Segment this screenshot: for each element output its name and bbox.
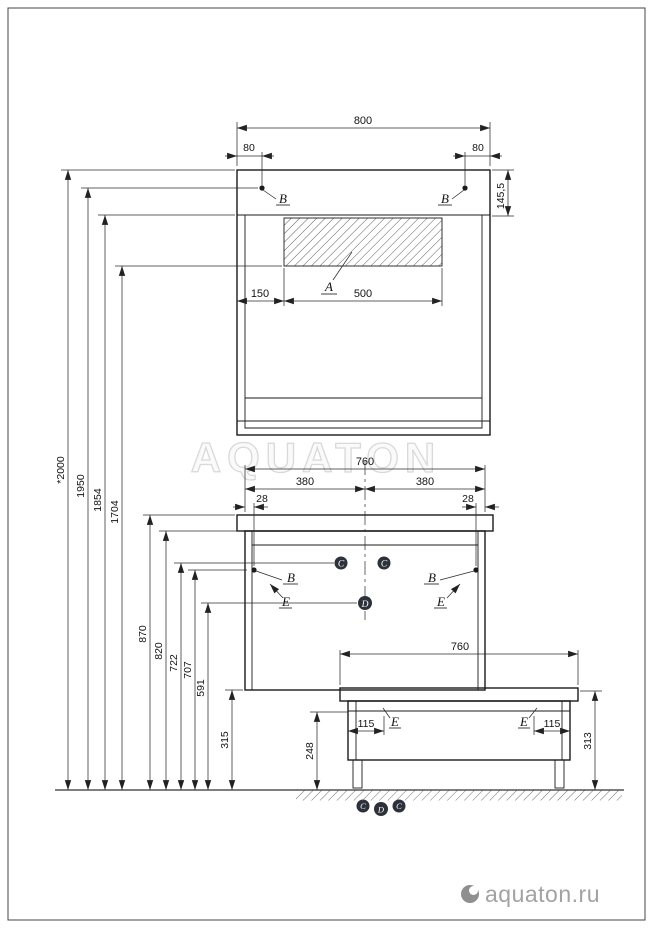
dim-side-shelf-height: 248: [304, 711, 348, 790]
lamp-label: A: [324, 279, 333, 294]
point-badge-c-left: C: [334, 556, 348, 570]
front-b-right-label: B: [428, 570, 436, 585]
dim-front-fix-right-label: 28: [462, 493, 474, 505]
point-c-left-label: C: [338, 560, 345, 570]
side-e-left: E: [382, 707, 401, 729]
watermark-text: AQUATON: [191, 434, 441, 481]
fixing-point-b-right: [462, 185, 468, 191]
dim-h1704-label: 1704: [109, 500, 121, 524]
point-badge-c-right: C: [377, 556, 391, 570]
dim-front-fix-right: 28: [462, 493, 499, 566]
brand-site-label: aquaton.ru: [485, 881, 600, 907]
dim-side-total-height: 313: [580, 690, 602, 790]
lamp-hatch-area: [283, 217, 443, 267]
fixing-point-b-left: [259, 185, 265, 191]
dim-side-total-height-label: 313: [582, 732, 594, 750]
side-e-right-label: E: [519, 714, 528, 729]
dim-front-half-right-label: 380: [416, 476, 434, 488]
mirror-outline: [236, 169, 491, 436]
dim-lamp-offset-label: 150: [251, 288, 269, 300]
mirror-cabinet-view: A B B 800 80 80: [225, 115, 514, 436]
dim-mirror-offset-right-label: 80: [472, 142, 484, 154]
dim-mirror-width: 800: [236, 115, 491, 166]
dim-mirror-top-height-label: 145,5: [495, 183, 507, 209]
front-e-left-label: E: [281, 594, 290, 609]
lamp-hatch-fill: [284, 218, 442, 266]
ground-line: [55, 789, 624, 801]
dim-mirror-offset-left: 80: [225, 142, 274, 185]
front-e-left: E: [269, 583, 292, 609]
dim-h707-label: 707: [182, 661, 194, 679]
front-fixing-b-left: [251, 567, 257, 573]
mirror-b-right-label: B: [441, 191, 449, 206]
floor-badge-d: D: [374, 802, 388, 816]
dim-side-fix-left: 115: [348, 716, 385, 735]
dim-side-shelf-height-label: 248: [304, 742, 316, 760]
dim-h870-label: 870: [137, 625, 149, 643]
page-border: [7, 7, 646, 921]
point-c-right-label: C: [381, 560, 388, 570]
dim-side-width-label: 760: [451, 641, 469, 653]
front-fixing-b-right: [473, 567, 479, 573]
dim-h722-label: 722: [168, 654, 180, 672]
dim-front-halves: 380 380: [245, 476, 485, 493]
floor-c-left-label: C: [360, 801, 366, 811]
front-b-left-label: B: [287, 570, 295, 585]
side-e-left-label: E: [390, 714, 399, 729]
dim-mirror-width-label: 800: [354, 115, 372, 127]
point-badge-d: D: [358, 596, 372, 610]
elevation-dimensions: *2000 1950 1854 1704 870 820 722 707 591: [55, 169, 357, 790]
dim-h2000-label: *2000: [55, 456, 67, 484]
vanity-front-view: 760 380 380 28 28 B B: [233, 456, 499, 691]
floor-badge-c-left: C: [356, 799, 370, 813]
aquaton-logo: [461, 885, 479, 903]
dim-front-width-label: 760: [356, 456, 374, 468]
floor-c-right-label: C: [396, 801, 402, 811]
dim-h820-label: 820: [153, 642, 165, 660]
vanity-side-view: 760 115 E 115 E 248: [304, 641, 602, 816]
side-leg-left: [352, 759, 363, 789]
dim-mirror-offset-left-label: 80: [243, 142, 255, 154]
dim-h315-label: 315: [219, 731, 231, 749]
ground-hatch: [296, 790, 622, 801]
dim-mirror-offset-right: 80: [453, 142, 502, 185]
floor-badge-c-right: C: [392, 799, 406, 813]
side-leg-right: [554, 759, 565, 789]
front-e-right: E: [434, 583, 461, 609]
floor-d-label: D: [377, 805, 385, 815]
dim-h1950-label: 1950: [75, 474, 87, 498]
dim-front-half-left-label: 380: [296, 476, 314, 488]
front-e-right-label: E: [436, 594, 445, 609]
point-d-label: D: [361, 600, 369, 610]
dim-h591-label: 591: [195, 679, 207, 697]
dim-h1854-label: 1854: [92, 488, 104, 512]
dim-side-fix-right: 115: [533, 716, 570, 735]
side-body: [347, 700, 571, 761]
dim-lamp-position: 150 500: [237, 268, 443, 306]
dim-side-fix-right-label: 115: [544, 718, 561, 730]
dim-lamp-width-label: 500: [354, 288, 372, 300]
dim-mirror-top-height: 145,5: [492, 169, 514, 217]
dim-front-fix-left: 28: [233, 493, 268, 566]
side-e-right: E: [518, 707, 538, 729]
dim-side-fix-left-label: 115: [358, 718, 375, 730]
mirror-b-left-label: B: [279, 191, 287, 206]
dim-side-width: 760: [339, 641, 579, 685]
brand-footer: aquaton.ru: [461, 881, 600, 907]
lamp-hatch-outline: [283, 217, 443, 267]
dim-front-fix-left-label: 28: [256, 493, 268, 505]
